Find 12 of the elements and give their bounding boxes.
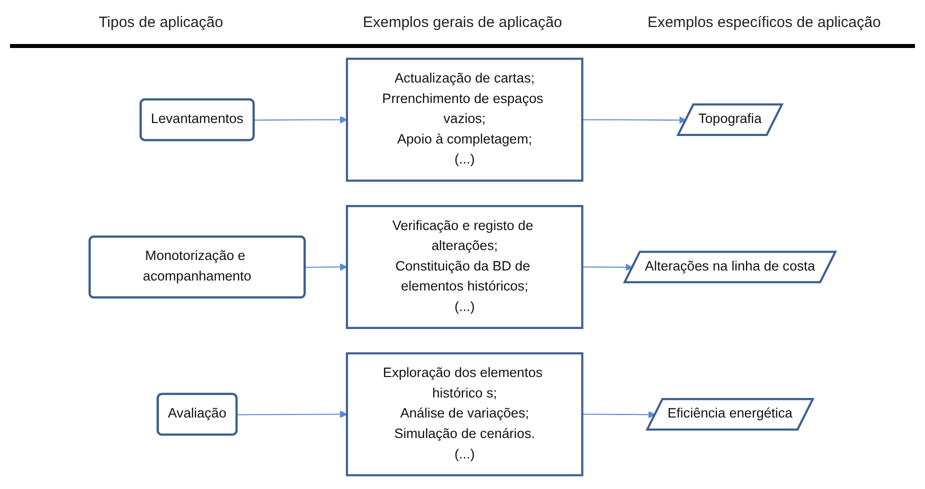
node-box: Exploração dos elementos histórico s; Análise de variações; Simulação de cenários. (...) <box>346 352 584 476</box>
column-heading: Exemplos gerais de aplicação <box>362 14 564 30</box>
column-heading: Tipos de aplicação <box>98 14 224 30</box>
node-box: Verificação e registo de alterações; Constituição da BD de elementos históricos; (...) <box>346 205 584 329</box>
node-box: Actualização de cartas; Prrenchimento de espaços vazios; Apoio à completagem; (...) <box>346 58 584 182</box>
arrow <box>254 116 348 124</box>
arrow <box>582 410 656 418</box>
arrow <box>236 410 348 418</box>
arrow <box>582 264 633 272</box>
column-heading: Exemplos específicos de aplicação <box>646 14 882 30</box>
arrow <box>582 116 686 124</box>
arrow <box>305 263 348 271</box>
